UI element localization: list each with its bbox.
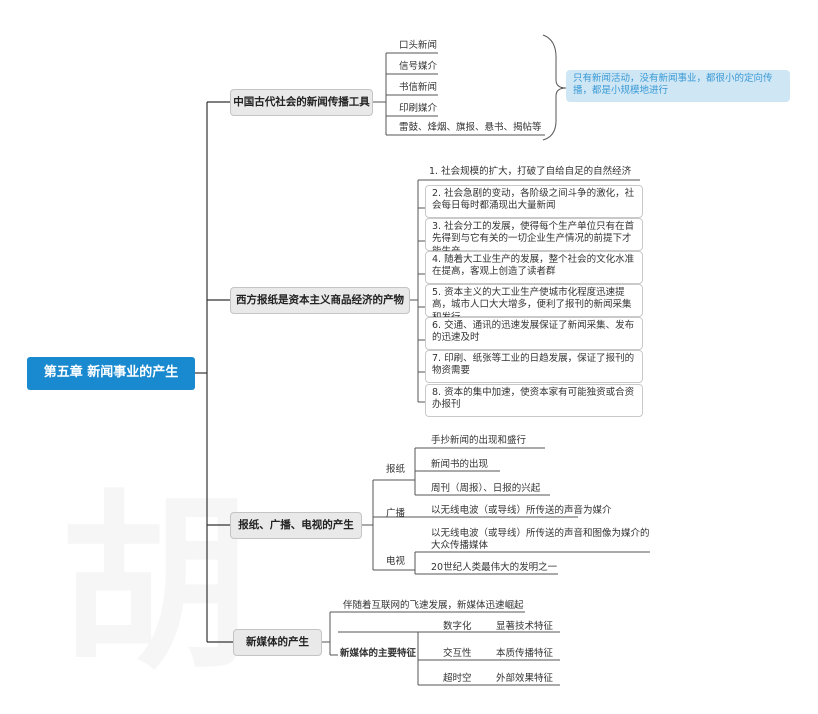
- list-item: 20世纪人类最伟大的发明之一: [431, 562, 558, 573]
- root-topic: 第五章 新闻事业的产生: [27, 357, 195, 390]
- list-item: 6. 交通、通讯的迅速发展保证了新闻采集、发布的迅速及时: [425, 317, 643, 350]
- feature-name: 交互性: [443, 648, 472, 659]
- list-item: 伴随着互联网的飞速发展，新媒体迅速崛起: [343, 600, 524, 611]
- list-item: 周刊（周报）、日报的兴起: [431, 483, 541, 494]
- list-item: 8. 资本的集中加速，使资本家有可能独资或合资办报刊: [425, 384, 643, 417]
- subtopic-tv: 电视: [386, 556, 406, 567]
- branch-western-newspapers: 西方报纸是资本主义商品经济的产物: [230, 287, 410, 314]
- list-item: 4. 随着大工业生产的发展，整个社会的文化水准在提高，客观上创造了读者群: [425, 251, 643, 284]
- note-callout: 只有新闻活动，没有新闻事业，都很小的定向传播，都是小规模地进行: [566, 70, 790, 102]
- subtopic-newspaper: 报纸: [386, 464, 406, 475]
- branch-new-media: 新媒体的产生: [233, 629, 322, 656]
- subtopic-radio: 广播: [386, 508, 406, 519]
- subtopic-new-media-features: 新媒体的主要特征: [340, 648, 417, 659]
- list-item: 手抄新闻的出现和盛行: [431, 435, 527, 446]
- branch-print-radio-tv: 报纸、广播、电视的产生: [230, 512, 362, 539]
- feature-desc: 本质传播特征: [496, 648, 554, 659]
- list-item: 5. 资本主义的大工业生产使城市化程度迅速提高，城市人口大大增多，便利了报刊的新…: [425, 284, 643, 323]
- list-item: 新闻书的出现: [431, 459, 489, 470]
- list-item: 口头新闻: [399, 40, 438, 51]
- feature-name: 数字化: [443, 621, 472, 632]
- list-item: 书信新闻: [399, 82, 438, 93]
- feature-desc: 外部效果特征: [496, 673, 554, 684]
- list-item: 雷鼓、烽烟、旗报、悬书、揭帖等: [399, 122, 542, 133]
- list-item: 3. 社会分工的发展，使得每个生产单位只有在首先得到与它有关的一切企业生产情况的…: [425, 218, 643, 257]
- list-item: 信号媒介: [399, 61, 438, 72]
- feature-name: 超时空: [443, 673, 472, 684]
- list-item: 以无线电波（或导线）所传送的声音和图像为媒介的大众传播媒体: [431, 528, 650, 552]
- list-item: 1. 社会规模的扩大，打破了自给自足的自然经济: [429, 166, 632, 177]
- feature-desc: 显著技术特征: [496, 621, 554, 632]
- list-item: 印刷媒介: [399, 103, 438, 114]
- list-item: 7. 印刷、纸张等工业的日趋发展，保证了报刊的物资需要: [425, 350, 643, 383]
- list-item: 以无线电波（或导线）所传送的声音为媒介: [431, 505, 612, 516]
- list-item: 2. 社会急剧的变动，各阶级之间斗争的激化，社会每日每时都涌现出大量新闻: [425, 185, 643, 218]
- branch-ancient-china-tools: 中国古代社会的新闻传播工具: [230, 89, 373, 116]
